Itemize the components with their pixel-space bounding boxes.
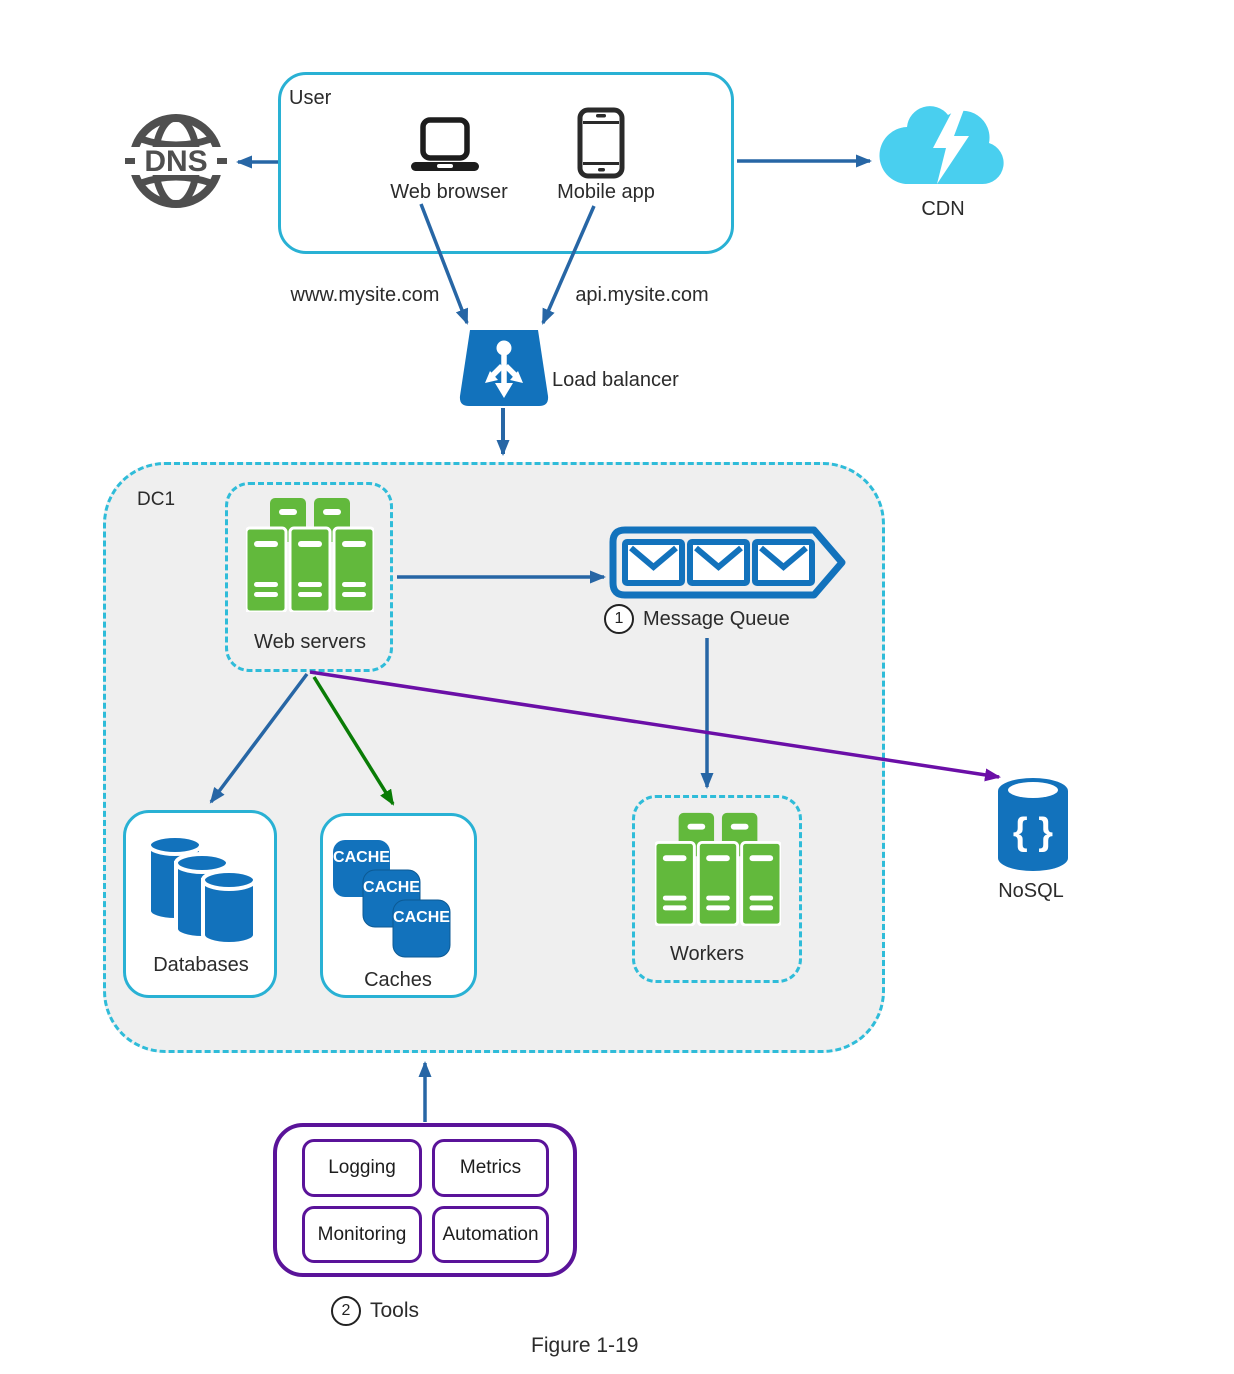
tool-metrics: Metrics xyxy=(432,1139,549,1197)
tools-number-badge: 2 xyxy=(331,1296,361,1326)
nosql-label: NoSQL xyxy=(998,880,1064,902)
braces-glyph: { } xyxy=(1013,811,1053,853)
envelope-icon xyxy=(752,539,815,586)
load-balancer-icon xyxy=(459,330,549,406)
message-queue-label: Message Queue xyxy=(643,607,790,630)
tool-monitoring: Monitoring xyxy=(302,1206,422,1263)
cache-block: CACHE xyxy=(392,899,451,958)
database-cylinder xyxy=(201,869,257,946)
nosql-database-icon: { } xyxy=(998,778,1068,871)
workers-label: Workers xyxy=(669,943,745,965)
workers-icon xyxy=(655,812,781,926)
lightning-bolt-icon xyxy=(933,104,969,184)
caches-icon: CACHE CACHE CACHE xyxy=(333,840,451,958)
envelope-icon xyxy=(687,539,750,586)
tool-automation-label: Automation xyxy=(442,1223,539,1245)
tool-automation: Automation xyxy=(432,1206,549,1263)
laptop-icon xyxy=(411,117,479,171)
tools-label-row: 2 Tools xyxy=(331,1296,419,1326)
tool-metrics-label: Metrics xyxy=(459,1157,522,1178)
svg-text:CACHE: CACHE xyxy=(393,909,450,926)
web-servers-label: Web servers xyxy=(254,631,366,653)
api-route-label: api.mysite.com xyxy=(575,284,709,306)
tool-logging: Logging xyxy=(302,1139,422,1197)
user-box-title: User xyxy=(289,87,332,109)
caches-label: Caches xyxy=(364,969,432,991)
mobile-phone-icon xyxy=(577,107,625,179)
databases-label: Databases xyxy=(153,954,249,976)
web-servers-box xyxy=(225,482,393,672)
mobile-app-label: Mobile app xyxy=(557,181,655,203)
server-rack xyxy=(655,812,781,926)
dc1-label: DC1 xyxy=(137,489,176,510)
message-queue-label-row: 1 Message Queue xyxy=(604,604,790,634)
svg-text:CACHE: CACHE xyxy=(333,849,390,866)
cdn-label: CDN xyxy=(921,198,965,220)
tools-label: Tools xyxy=(370,1299,420,1322)
web-servers-icon xyxy=(246,498,374,612)
server-rack xyxy=(246,498,374,612)
databases-icon xyxy=(147,835,257,946)
load-balancer-label: Load balancer xyxy=(552,369,679,391)
tool-monitoring-label: Monitoring xyxy=(317,1223,407,1245)
user-group-box xyxy=(278,72,734,254)
tools-box: Logging Metrics Monitoring Automation xyxy=(273,1123,577,1277)
web-browser-label: Web browser xyxy=(390,181,508,203)
svg-text:CACHE: CACHE xyxy=(363,879,420,896)
figure-caption: Figure 1-19 xyxy=(531,1334,639,1357)
tool-logging-label: Logging xyxy=(328,1157,396,1178)
workers-box xyxy=(632,795,802,983)
www-route-label: www.mysite.com xyxy=(290,284,440,306)
message-queue-icon xyxy=(609,526,846,599)
message-queue-number-badge: 1 xyxy=(604,604,634,634)
dns-label: DNS xyxy=(144,145,207,178)
cdn-cloud-icon xyxy=(879,104,1004,185)
dns-globe-icon: DNS xyxy=(125,114,227,208)
envelope-icon xyxy=(622,539,685,586)
